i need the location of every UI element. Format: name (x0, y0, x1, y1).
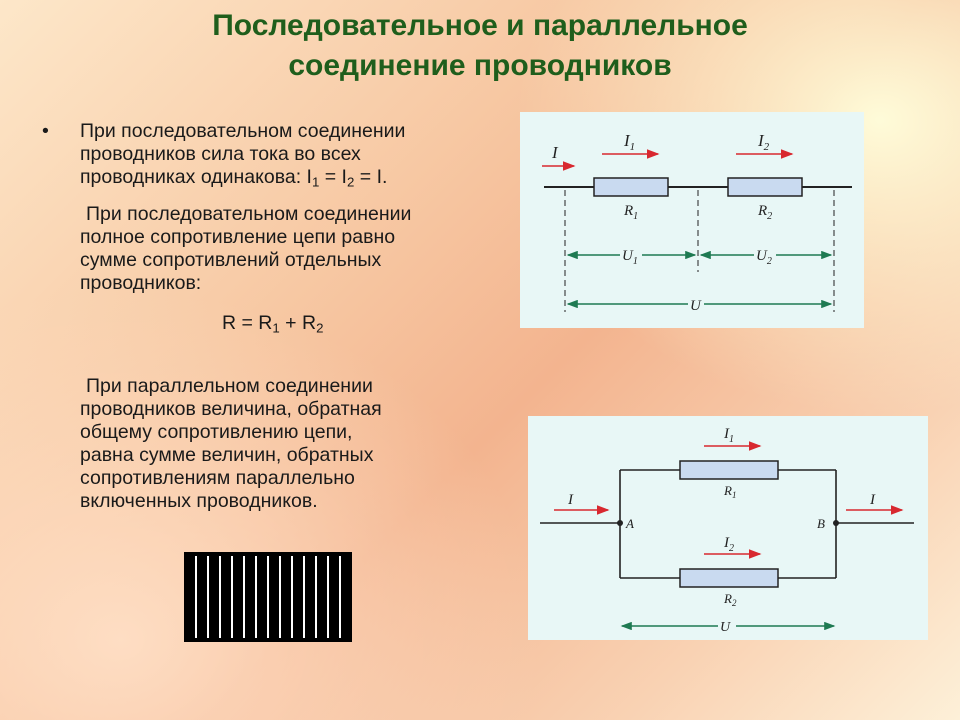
bullet-1-line-3: проводниках одинакова: I1 = I2 = I. (80, 166, 388, 190)
series-resistance-formula: R = R1 + R2 (222, 312, 324, 336)
label-r1: R1 (623, 203, 638, 222)
bullet-series-current: • При последовательном соединении провод… (36, 120, 506, 189)
para-2-line-3: сумме сопротивлений отдельных (80, 249, 382, 271)
label-i1: I1 (723, 426, 734, 445)
resistor-r2 (727, 177, 803, 197)
parallel-circuit-diagram: I I I1 I2 R1 R2 A B U (528, 416, 928, 640)
label-current-out: I (869, 492, 876, 508)
resistor-r2 (679, 568, 779, 588)
resistor-r1 (593, 177, 669, 197)
label-node-b: B (817, 516, 825, 531)
para-3-line-3: общему сопротивлению цепи, (80, 421, 353, 443)
label-r2: R2 (723, 591, 737, 608)
label-i2: I2 (757, 131, 770, 153)
paragraph-parallel-resistance: При параллельном соединении проводников … (80, 375, 480, 513)
para-3-line-5: сопротивлениям параллельно (80, 467, 355, 489)
series-circuit-diagram: I I1 I2 R1 R2 U1 U2 U (520, 112, 864, 328)
label-u-total: U (720, 620, 731, 635)
para-2-line-2: полное сопротивление цепи равно (80, 226, 396, 248)
para-3-line-1: При параллельном соединении (86, 375, 373, 397)
para-3-line-2: проводников величина, обратная (80, 398, 382, 420)
bullet-marker: • (42, 120, 49, 142)
label-u2: U2 (756, 248, 772, 267)
paragraph-series-resistance: При последовательном соединении полное с… (80, 203, 510, 295)
node-b (833, 520, 839, 526)
slide-title-line-2: соединение проводников (288, 49, 672, 82)
label-r1: R1 (723, 483, 736, 500)
para-2-line-4: проводников: (80, 272, 202, 294)
bullet-1-line-1: При последовательном соединении (80, 120, 406, 142)
resistor-r1 (679, 460, 779, 480)
label-u1: U1 (622, 248, 638, 267)
label-node-a: A (625, 516, 634, 531)
label-current-i: I (551, 143, 559, 162)
label-u-total: U (690, 298, 702, 314)
label-i1: I1 (623, 131, 635, 153)
label-r2: R2 (757, 203, 772, 222)
label-current-in: I (567, 492, 574, 508)
label-i2: I2 (723, 535, 734, 554)
slide-title: Последовательное и параллельное соединен… (0, 6, 960, 86)
para-3-line-4: равна сумме величин, обратных (80, 444, 374, 466)
para-3-line-6: включенных проводников. (80, 490, 318, 512)
barcode-image (184, 552, 352, 642)
slide-title-line-1: Последовательное и параллельное (212, 9, 748, 42)
bullet-1-line-2: проводников сила тока во всех (80, 143, 361, 165)
para-2-line-1: При последовательном соединении (86, 203, 412, 225)
node-a (617, 520, 623, 526)
